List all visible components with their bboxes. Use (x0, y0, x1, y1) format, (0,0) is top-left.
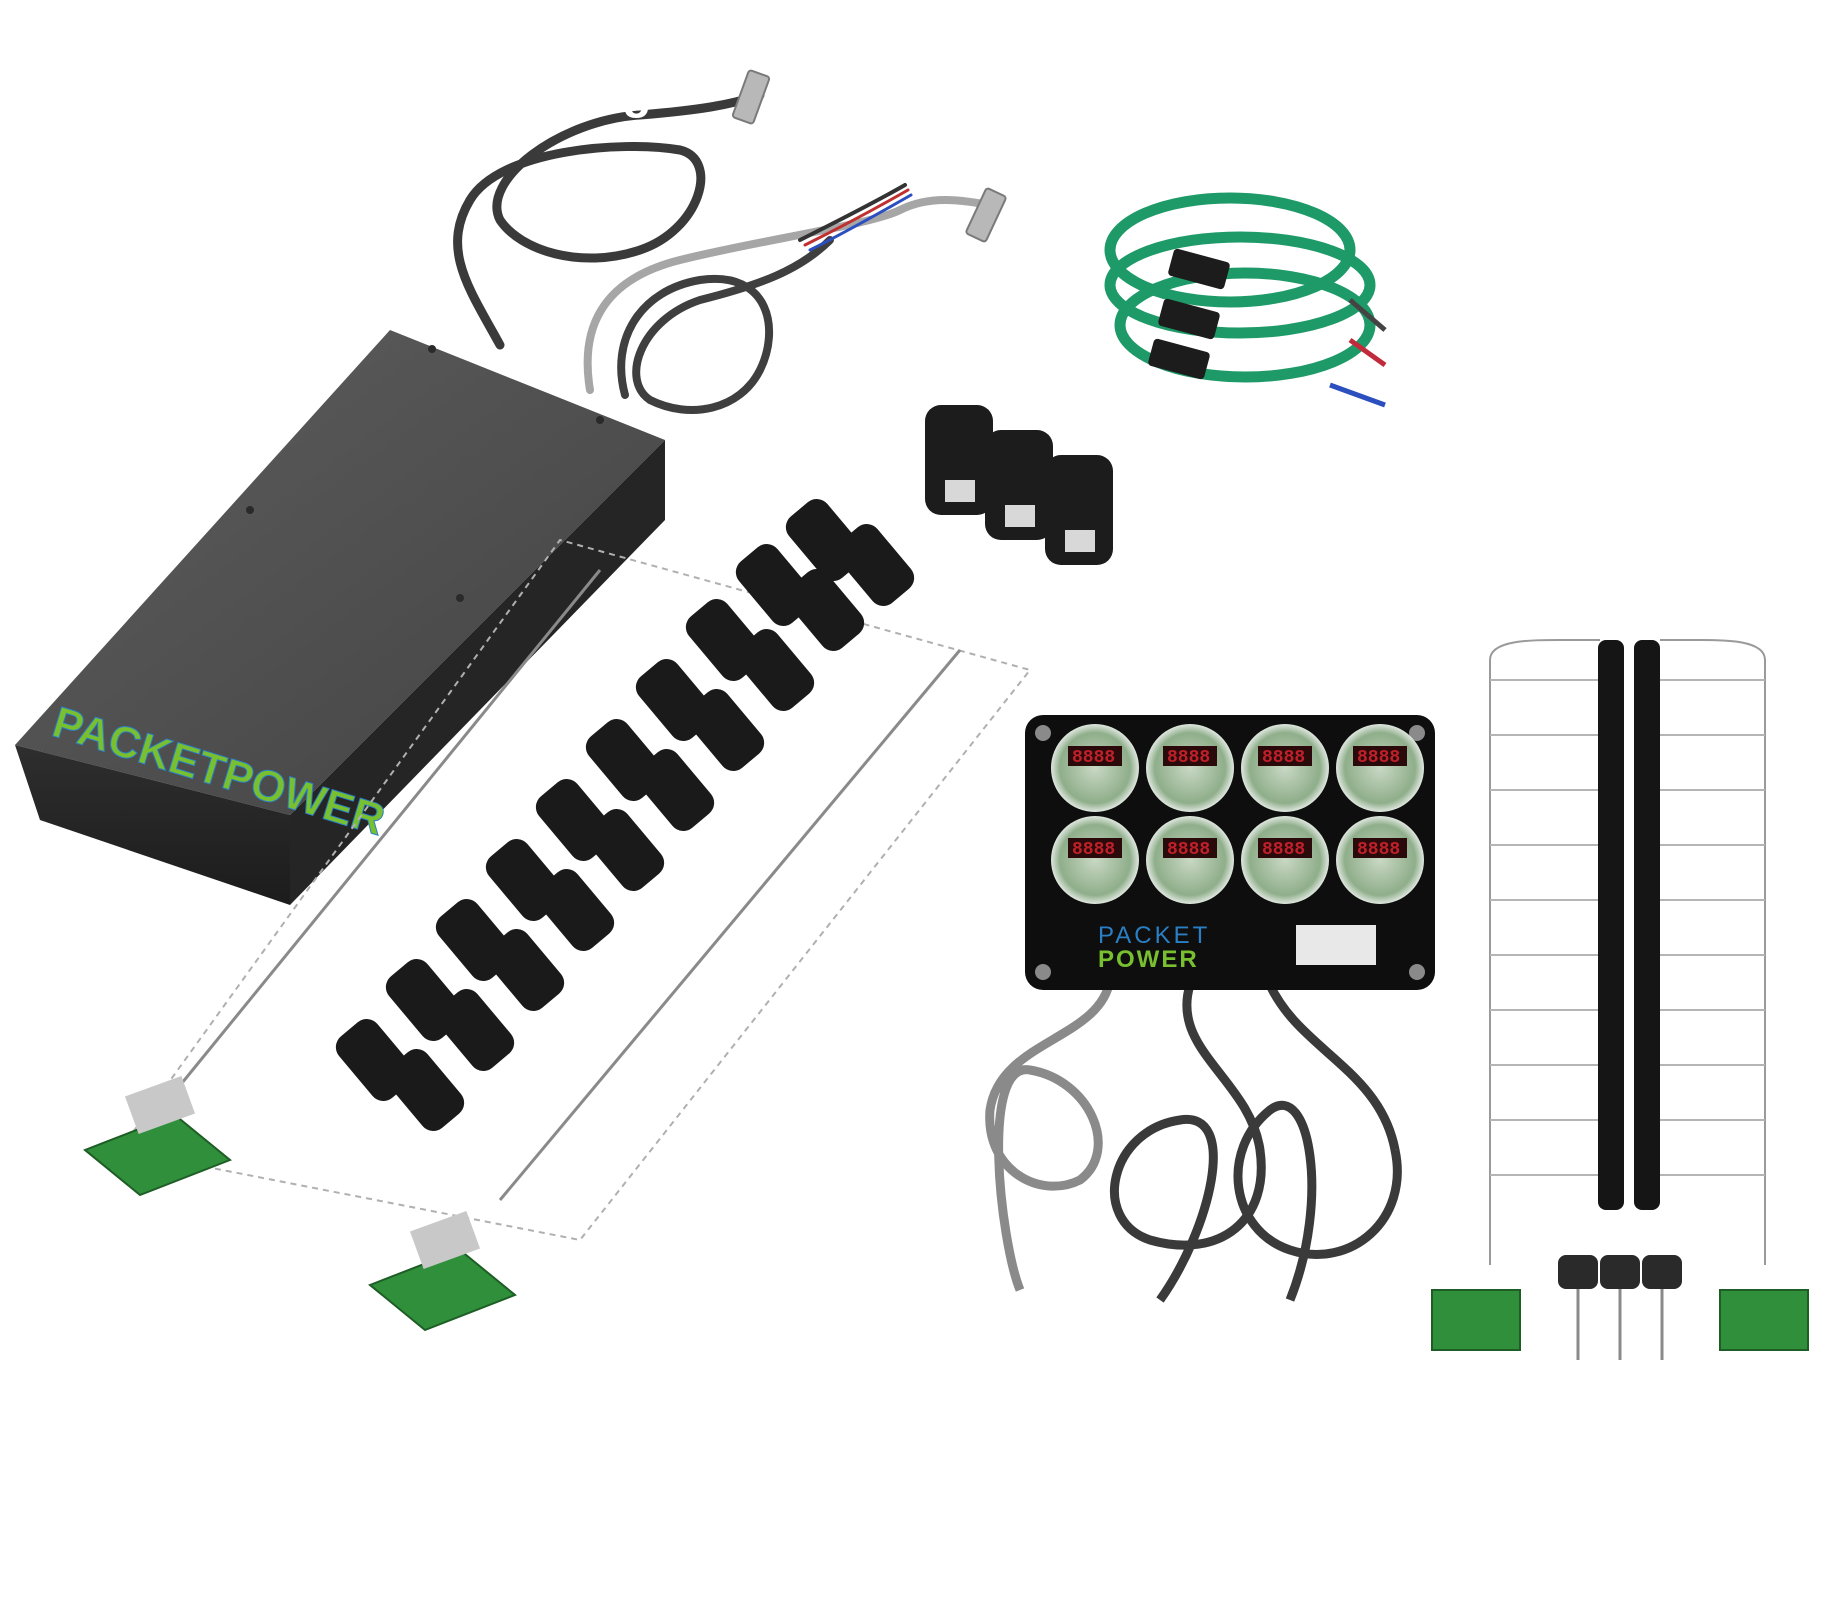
display-reading: 8888 (1262, 748, 1305, 768)
display-reading: 8888 (1167, 840, 1210, 860)
display-reading: 8888 (1072, 748, 1115, 768)
meter-logo-line1: PACKET (1098, 922, 1210, 949)
enclosure-cables (453, 90, 994, 414)
meter-displays: 8888 8888 8888 8888 8888 8888 8888 8888 (1051, 724, 1424, 904)
meter-box: 8888 8888 8888 8888 8888 8888 8888 8888 … (985, 715, 1435, 1303)
monitoring-enclosure: PACKETPOWER (15, 330, 665, 905)
display-reading: 8888 (1167, 748, 1210, 768)
display-reading: 8888 (1357, 748, 1400, 768)
caption-flexible-sensor: Flexible current sensor harnesses (1232, 510, 1784, 621)
display-reading: 8888 (1357, 840, 1400, 860)
pcb-connector-board (1719, 1289, 1809, 1351)
meter-logo-line2: POWER (1098, 946, 1199, 973)
pcb-connector-board (83, 1075, 517, 1332)
solid-core-ct-set (925, 405, 1113, 565)
meter-label-sticker (1296, 925, 1376, 965)
pcb-connector-board (1431, 1289, 1521, 1351)
ct-harness-diagonal (118, 499, 1032, 1242)
ribbon-connector (731, 69, 1007, 243)
rogowski-coil-set (1104, 192, 1387, 408)
display-reading: 8888 (1072, 840, 1115, 860)
caption-branch-monitoring: Current only and Current with main input… (812, 1420, 1788, 1531)
display-reading: 8888 (1262, 840, 1305, 860)
ct-harness-vertical (1431, 639, 1809, 1360)
caption-panel-monitoring: 96 circuit Panel Monitoring (12, 66, 653, 119)
